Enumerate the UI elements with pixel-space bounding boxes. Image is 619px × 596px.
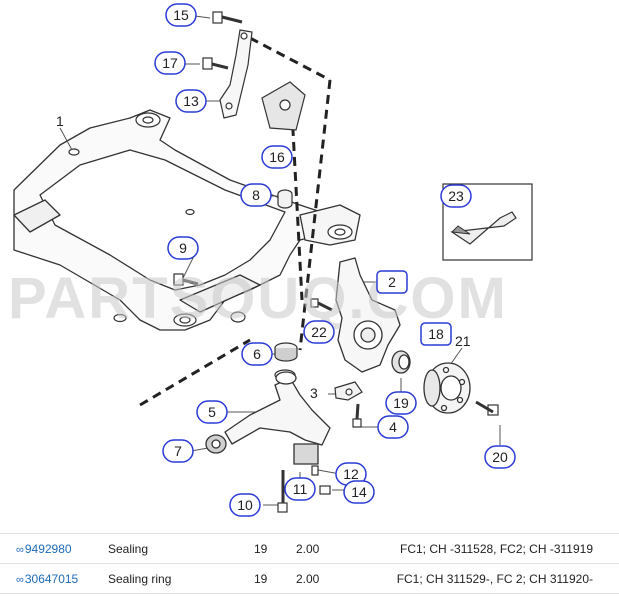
- subframe-mounts: [68, 112, 353, 327]
- callout-6[interactable]: 6: [241, 342, 273, 366]
- callout-18[interactable]: 18: [420, 322, 452, 346]
- svg-text:6: 6: [253, 346, 261, 362]
- callout-20[interactable]: 20: [484, 445, 516, 469]
- part-number-link[interactable]: 9492980: [24, 541, 72, 556]
- part-name: Sealing: [108, 533, 254, 564]
- svg-text:16: 16: [269, 149, 285, 165]
- callout-22[interactable]: 22: [303, 320, 335, 344]
- svg-text:15: 15: [173, 7, 189, 23]
- callout-5[interactable]: 5: [196, 400, 228, 424]
- svg-text:22: 22: [311, 324, 327, 340]
- label-1: 1: [56, 113, 64, 129]
- control-arm: [205, 371, 331, 465]
- callout-16[interactable]: 16: [261, 145, 293, 169]
- assembly-guide-lines: [139, 36, 332, 407]
- parts-table: ∞9492980 Sealing 19 2.00 FC1; CH -311528…: [0, 533, 619, 594]
- svg-text:11: 11: [293, 481, 308, 497]
- part-note: FC1; CH -311528, FC2; CH -311919: [392, 533, 619, 564]
- part-qty: 19: [254, 563, 296, 594]
- svg-text:12: 12: [343, 466, 359, 482]
- steering-knuckle: [335, 257, 401, 373]
- callout-19[interactable]: 19: [385, 391, 417, 415]
- part-number-cell: ∞30647015: [0, 563, 108, 594]
- bolts: [173, 11, 499, 513]
- ball-joint: [334, 381, 363, 401]
- link-icon: ∞: [16, 573, 24, 586]
- callout-4[interactable]: 4: [377, 415, 409, 439]
- svg-text:19: 19: [393, 395, 409, 411]
- svg-text:10: 10: [237, 497, 253, 513]
- subframe-drawing: [13, 109, 361, 331]
- callout-7[interactable]: 7: [162, 439, 194, 463]
- label-3: 3: [310, 385, 318, 401]
- table-row: ∞30647015 Sealing ring 19 2.00 FC1; CH 3…: [0, 563, 619, 594]
- callout-group[interactable]: 15 17 13 16 8 9 2 22 18 6 5 4 19 7 12 11…: [154, 3, 516, 517]
- callout-2[interactable]: 2: [376, 270, 408, 294]
- exploded-parts-diagram: PARTSOUQ.COM 1 3 21 15 17 13 16 8 9 2 22…: [8, 3, 533, 517]
- part-qty: 19: [254, 533, 296, 564]
- svg-text:7: 7: [174, 443, 182, 459]
- part-number-link[interactable]: 30647015: [24, 571, 79, 586]
- callout-10[interactable]: 10: [229, 493, 261, 517]
- part-number-cell: ∞9492980: [0, 533, 108, 564]
- svg-text:8: 8: [252, 187, 260, 203]
- link-bracket: [219, 29, 253, 119]
- watermark-text: PARTSOUQ.COM: [8, 266, 508, 331]
- rubber-mount: [261, 81, 306, 131]
- part-note: FC1; CH 311529-, FC 2; CH 311920-: [392, 563, 619, 594]
- svg-text:2: 2: [388, 274, 396, 290]
- svg-text:20: 20: [492, 449, 508, 465]
- callout-23[interactable]: 23: [440, 184, 472, 208]
- callout-11[interactable]: 11: [284, 477, 316, 501]
- svg-text:4: 4: [389, 419, 397, 435]
- table-row: ∞9492980 Sealing 19 2.00 FC1; CH -311528…: [0, 533, 619, 564]
- svg-text:9: 9: [179, 240, 187, 256]
- callout-14[interactable]: 14: [343, 480, 375, 504]
- plain-label-group: 1 3 21: [56, 113, 471, 401]
- part-price: 2.00: [296, 533, 392, 564]
- callout-17[interactable]: 17: [154, 51, 186, 75]
- part-price: 2.00: [296, 563, 392, 594]
- link-icon: ∞: [16, 543, 24, 556]
- callout-13[interactable]: 13: [175, 89, 207, 113]
- wheel-hub: [423, 362, 471, 414]
- svg-text:5: 5: [208, 404, 216, 420]
- svg-text:13: 13: [183, 93, 199, 109]
- callout-9[interactable]: 9: [167, 236, 199, 260]
- part-name: Sealing ring: [108, 563, 254, 594]
- svg-text:18: 18: [428, 326, 444, 342]
- callout-15[interactable]: 15: [165, 3, 197, 27]
- callout-8[interactable]: 8: [240, 183, 272, 207]
- svg-text:17: 17: [162, 55, 178, 71]
- svg-text:23: 23: [448, 188, 464, 204]
- label-21: 21: [455, 333, 471, 349]
- svg-text:14: 14: [351, 484, 367, 500]
- wheel-bearing: [391, 350, 411, 374]
